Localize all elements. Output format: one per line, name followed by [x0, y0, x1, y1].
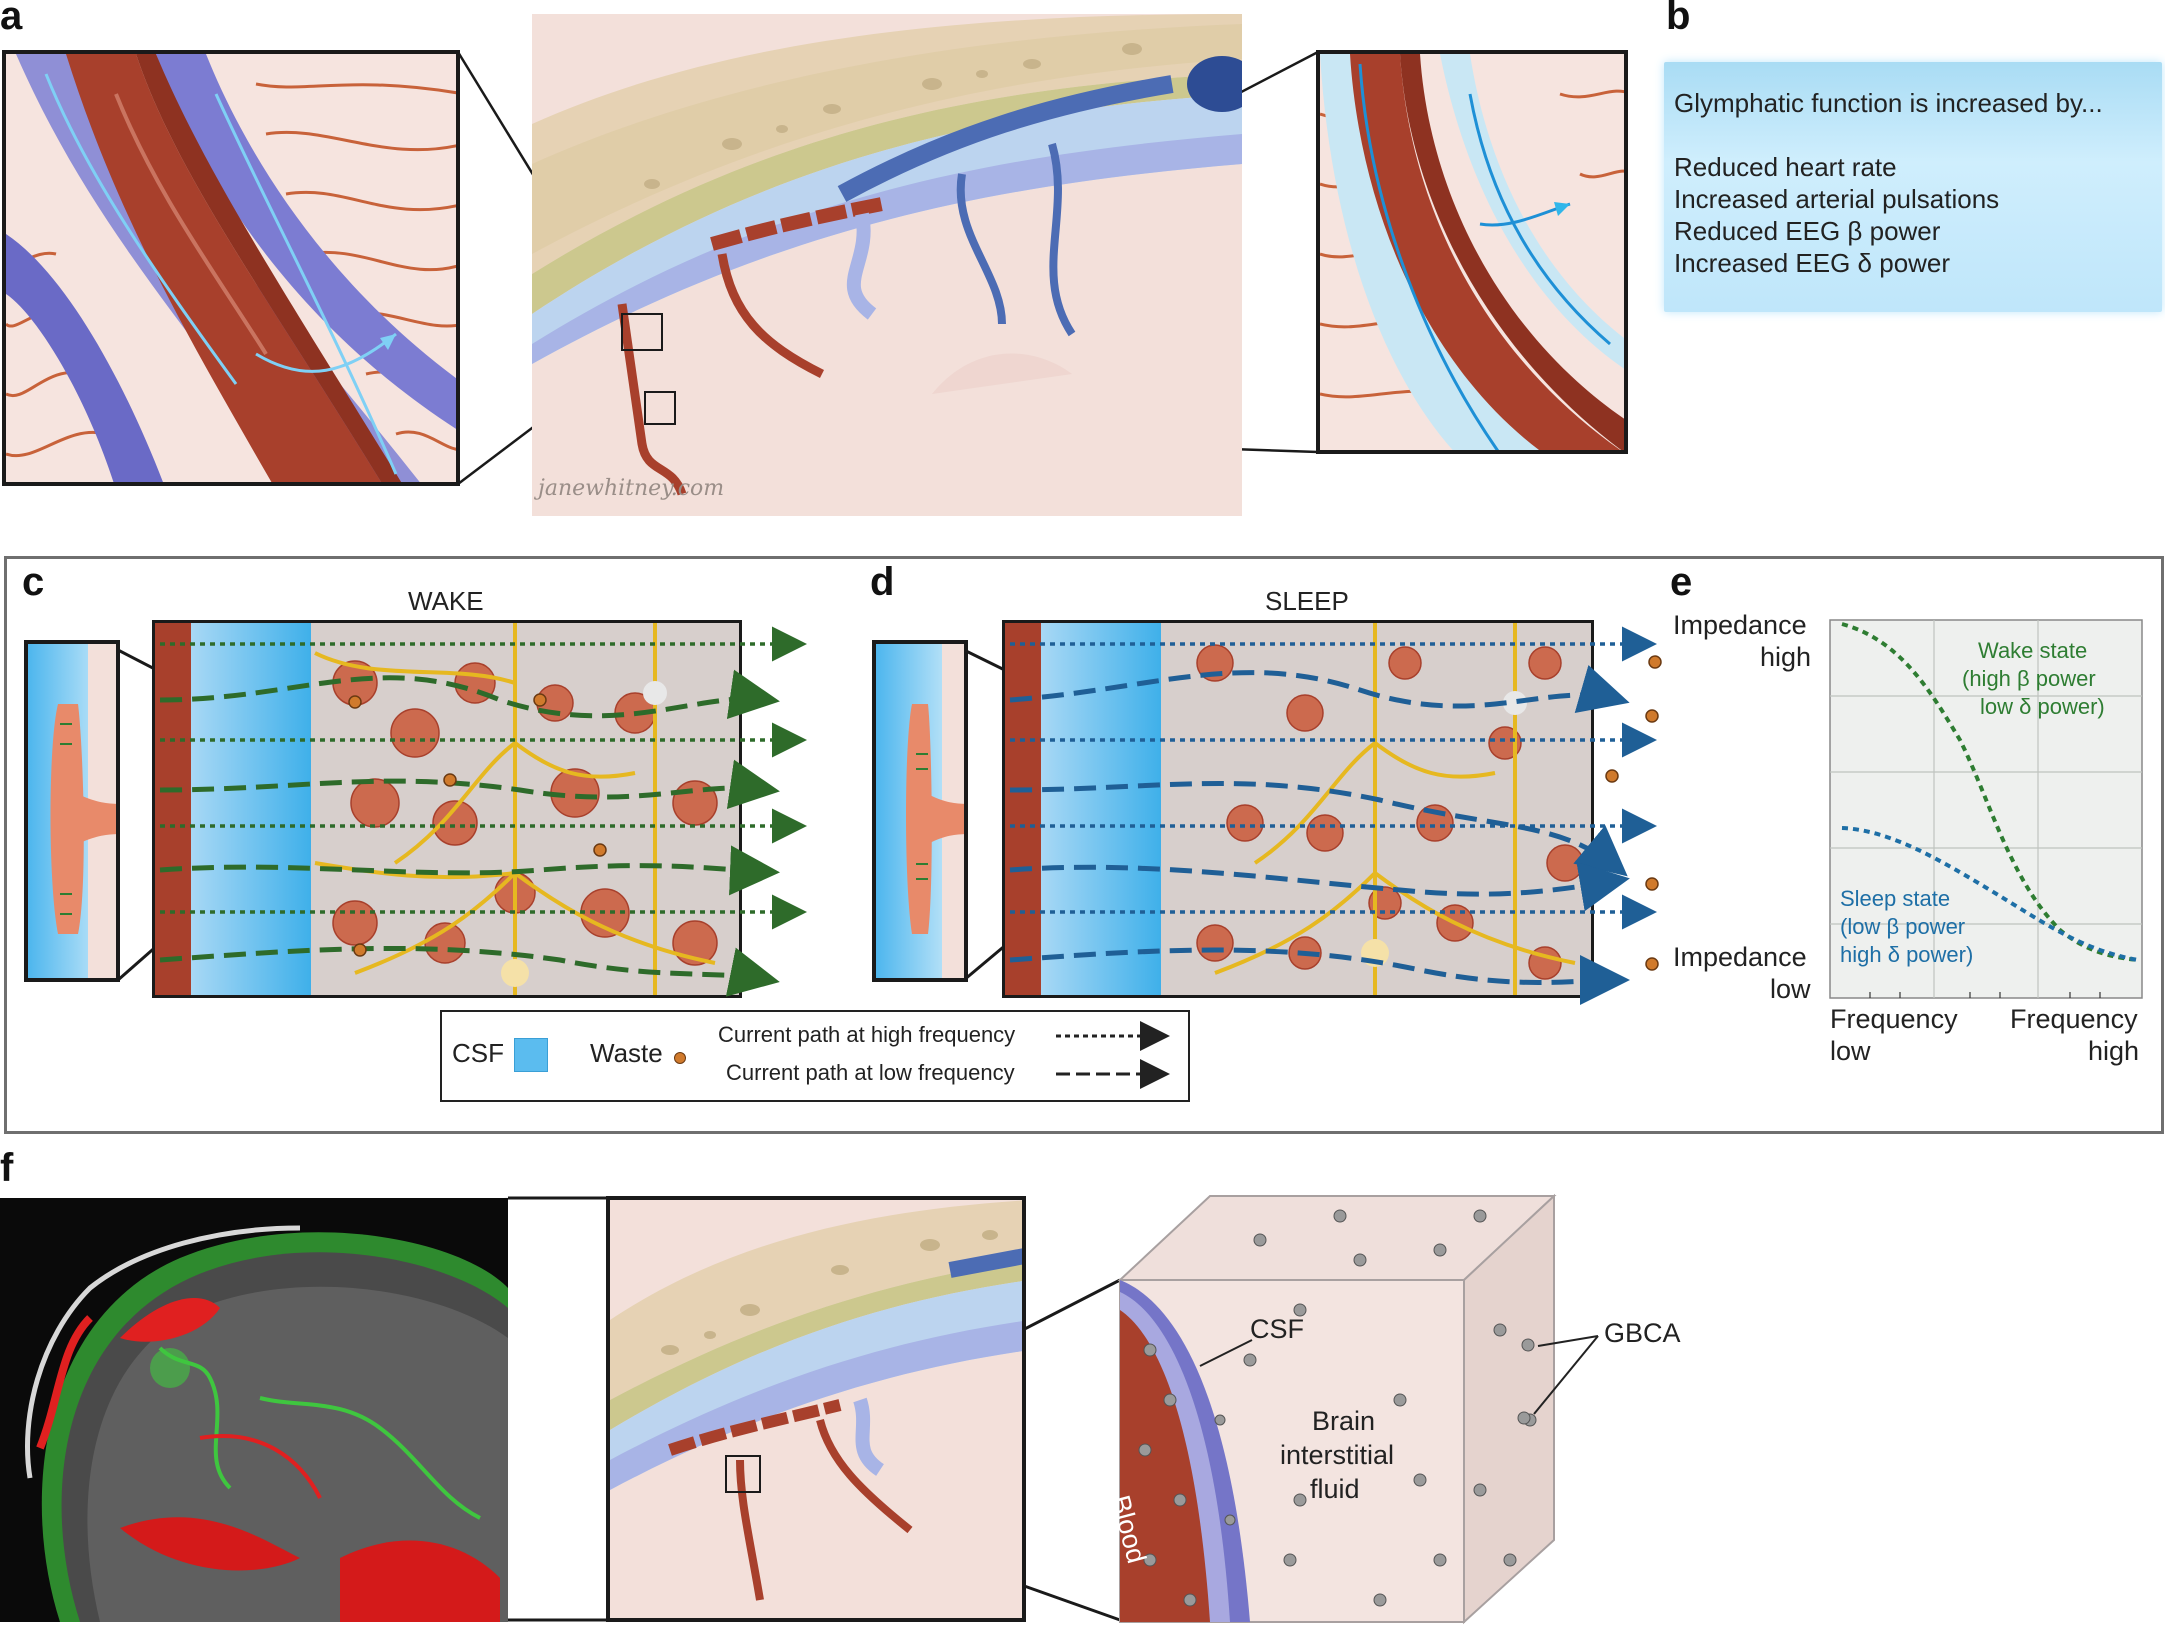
cube-blood-label: Blood	[1105, 1492, 1152, 1567]
artery-perivascular-right-illustration	[1320, 54, 1624, 450]
legend-high-freq-label: Current path at high frequency	[718, 1022, 1016, 1047]
panel-f-meninges-zoom	[606, 1196, 1026, 1622]
wake-zoom-inset	[24, 640, 120, 982]
glymphatic-factors-box: Glymphatic function is increased by... R…	[1664, 62, 2162, 312]
e-y-low-2: low	[1770, 974, 1811, 1004]
mri-scan-image	[0, 1198, 508, 1622]
legend-csf-label: CSF	[452, 1038, 504, 1068]
cube-brain-label: Brain	[1312, 1406, 1376, 1436]
panel-a-center-illustration: janewhitney.com	[532, 14, 1242, 516]
legend-line-swatches	[1056, 1021, 1170, 1089]
panel-label-d: d	[870, 560, 895, 604]
sleep-state-detail: high δ power)	[1840, 942, 1974, 967]
gbca-label: GBCA	[1604, 1318, 1681, 1348]
panels-cde-frame	[4, 556, 2164, 1134]
panel-label-b: b	[1666, 0, 1691, 38]
sleep-state-label: Sleep state	[1840, 886, 1951, 911]
e-y-low-1: Impedance	[1673, 942, 1807, 972]
glymphatic-item: Reduced heart rate	[1674, 152, 1897, 182]
legend-waste-label: Waste	[590, 1038, 663, 1068]
wake-tissue-illustration	[152, 620, 742, 998]
cube-csf-label: CSF	[1250, 1314, 1304, 1344]
cube-brain-label: interstitial	[1280, 1440, 1395, 1470]
panel-a-right-zoom	[1316, 50, 1628, 454]
cube-brain-label: fluid	[1310, 1474, 1360, 1504]
glymphatic-heading: Glymphatic function is increased by...	[1674, 88, 2103, 118]
glymphatic-item: Increased EEG δ power	[1674, 248, 1951, 278]
e-x-low-1: Frequency	[1830, 1004, 1958, 1034]
waste-dot	[674, 1052, 686, 1064]
legend-low-freq-label: Current path at low frequency	[726, 1060, 1015, 1085]
sleep-title: SLEEP	[1265, 586, 1349, 616]
e-y-high-1: Impedance	[1673, 610, 1807, 640]
sleep-tissue-illustration	[1002, 620, 1594, 998]
panel-a-left-zoom	[2, 50, 460, 486]
e-x-low-2: low	[1830, 1036, 1871, 1066]
wake-state-detail: (high β power	[1962, 666, 2096, 691]
sleep-state-detail: (low β power	[1840, 914, 1966, 939]
panel-label-c: c	[22, 560, 45, 604]
e-x-high-1: Frequency	[2010, 1004, 2138, 1034]
glymphatic-item: Reduced EEG β power	[1674, 216, 1941, 246]
e-y-high-2: high	[1760, 642, 1812, 672]
current-path-legend: CSF Waste Current path at high frequency…	[440, 1010, 1190, 1102]
artery-perivascular-left-illustration	[6, 54, 456, 482]
wake-state-detail: low δ power)	[1980, 694, 2105, 719]
panel-label-e: e	[1670, 560, 1693, 604]
wake-title: WAKE	[408, 586, 484, 616]
panel-label-a: a	[0, 0, 23, 38]
credit-text: janewhitney.com	[538, 476, 725, 501]
glymphatic-item: Increased arterial pulsations	[1674, 184, 2000, 214]
sleep-zoom-inset	[872, 640, 968, 982]
e-x-high-2: high	[2088, 1036, 2140, 1066]
wake-state-label: Wake state	[1978, 638, 2088, 663]
csf-swatch	[514, 1038, 548, 1072]
panel-label-f: f	[0, 1146, 14, 1190]
